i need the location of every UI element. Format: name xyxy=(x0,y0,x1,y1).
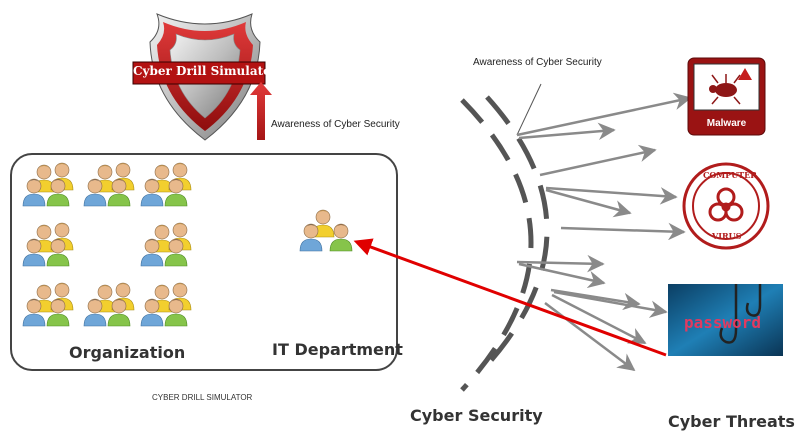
organization-people-icon xyxy=(23,163,191,326)
malware-icon xyxy=(687,57,766,136)
malware-label: Malware xyxy=(706,118,747,129)
caption: CYBER DRILL SIMULATOR xyxy=(152,393,253,402)
fishhook-icon xyxy=(719,284,762,344)
wall-label-pointer xyxy=(516,83,542,136)
biohazard-icon xyxy=(708,187,744,222)
cyber-security-wall xyxy=(460,95,550,392)
shield-awareness-label: Awareness of Cyber Security xyxy=(271,119,400,130)
organization-label: Organization xyxy=(69,343,186,362)
threat-arrows xyxy=(516,92,692,372)
computer-virus-stamp xyxy=(682,162,770,250)
phishing-word: password xyxy=(684,313,762,332)
organization-box xyxy=(10,153,398,371)
phishing-panel xyxy=(668,284,783,356)
virus-stamp-top-label: COMPUTER xyxy=(703,170,757,180)
shield-title: Cyber Drill Simulator xyxy=(133,64,278,78)
cyber-threats-label: Cyber Threats xyxy=(668,412,795,431)
up-arrow-icon xyxy=(250,82,272,140)
shield-icon xyxy=(132,13,266,141)
it-department-label: IT Department xyxy=(272,340,403,359)
cyber-security-label: Cyber Security xyxy=(410,406,543,425)
it-department-people-icon xyxy=(299,209,353,252)
virus-stamp-bottom-label: VIRUS xyxy=(712,231,742,241)
wall-awareness-label: Awareness of Cyber Security xyxy=(473,57,602,68)
attack-arrow xyxy=(353,238,667,357)
